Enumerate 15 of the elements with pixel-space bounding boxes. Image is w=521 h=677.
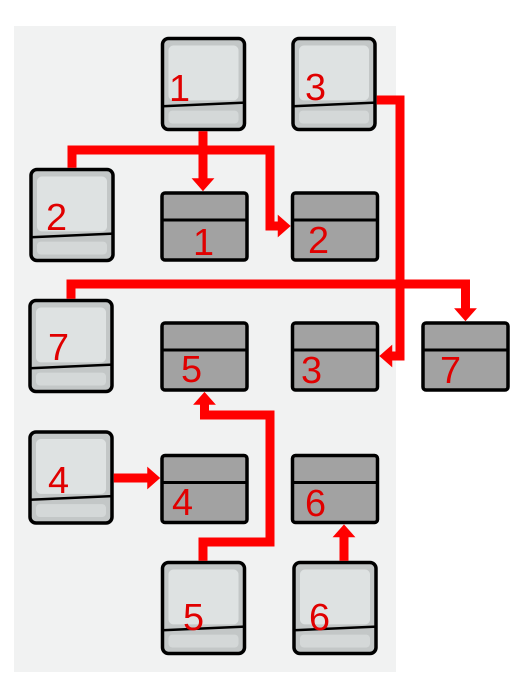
numbered-box: 2 (290, 191, 380, 262)
numbered-tile: 6 (292, 560, 378, 656)
numbered-tile: 3 (291, 36, 377, 132)
numbered-tile: 1 (160, 36, 246, 132)
arrow (376, 96, 404, 368)
numbered-box: 5 (160, 321, 249, 392)
numbered-box: 6 (290, 454, 380, 524)
numbered-tile: 5 (160, 560, 246, 656)
numbered-box: 1 (160, 191, 249, 262)
numbered-box: 7 (421, 321, 510, 392)
numbered-tile: 2 (29, 168, 115, 262)
numbered-box: 4 (160, 454, 249, 524)
numbered-tile: 7 (28, 298, 114, 394)
numbered-tile: 4 (28, 430, 114, 525)
numbered-box: 3 (290, 321, 380, 392)
